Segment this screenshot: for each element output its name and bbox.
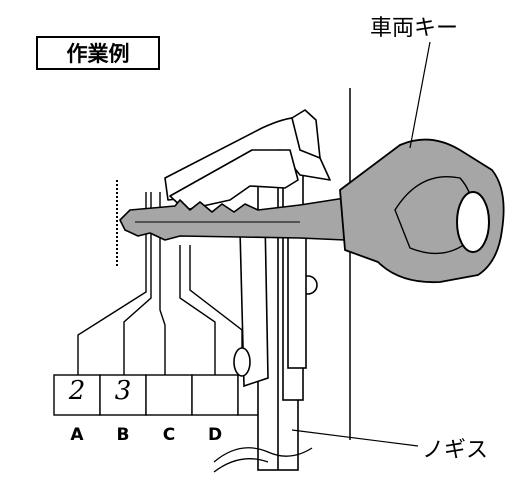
box-value-c (147, 374, 191, 408)
column-label-a: A (70, 425, 84, 445)
caliper-label-leader (291, 429, 419, 447)
key-label-leader (409, 41, 431, 149)
column-label-d: D (207, 425, 223, 445)
caliper-label: ノギス (422, 438, 489, 463)
column-label-b: B (116, 425, 130, 445)
box-value-a: 2 (68, 376, 86, 406)
caliper-jaws (164, 109, 331, 211)
key-ring-hole (456, 191, 490, 253)
column-label-c: C (162, 425, 176, 445)
box-value-b: 3 (114, 376, 132, 406)
key-blade (119, 197, 346, 241)
key-label: 車両キー (370, 16, 459, 41)
box-value-d (193, 374, 237, 408)
break-marks (213, 447, 313, 473)
page-title: 作業例 (36, 36, 160, 70)
caliper-lower-jaw (233, 209, 318, 388)
